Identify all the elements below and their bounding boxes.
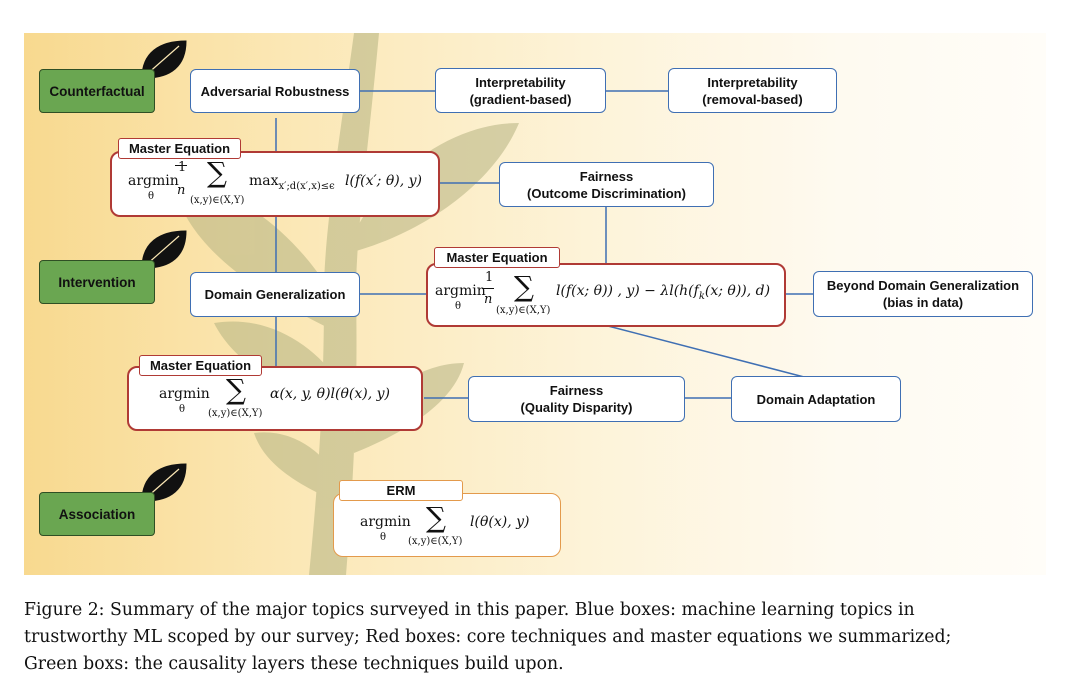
- frac-n-1: n: [177, 183, 186, 198]
- intervention-label: Intervention: [58, 274, 136, 290]
- master-equation-2-label: Master Equation: [446, 250, 548, 265]
- domain-adaptation-box: Domain Adaptation: [731, 376, 901, 422]
- fairness-outcome-line2: (Outcome Discrimination): [527, 185, 686, 201]
- argmin-3: argmin: [159, 386, 210, 402]
- intervention-box: Intervention: [39, 260, 155, 304]
- master-equation-3-label: Master Equation: [149, 358, 252, 373]
- fairness-outcome-box: Fairness (Outcome Discrimination): [499, 162, 714, 207]
- interpretability-removal-box: Interpretability (removal-based): [668, 68, 837, 113]
- master-equation-2-tag: Master Equation: [434, 247, 560, 268]
- fairness-quality-line1: Fairness: [549, 383, 604, 398]
- theta-2: θ: [455, 301, 462, 312]
- argmin-4: argmin: [360, 514, 411, 530]
- master-equation-1-box: [110, 151, 440, 217]
- interp-removal-line1: Interpretability: [707, 74, 798, 90]
- theta-4: θ: [380, 532, 387, 543]
- beyond-dg-line2: (bias in data): [882, 295, 964, 310]
- erm-label: ERM: [386, 483, 416, 498]
- figure-caption: Figure 2: Summary of the major topics su…: [24, 597, 1048, 678]
- interp-gradient-line2: (gradient-based): [469, 91, 572, 107]
- eq1-body: l(f(x′; θ), y): [345, 173, 422, 189]
- interp-removal-line2: (removal-based): [702, 91, 803, 107]
- association-box: Association: [39, 492, 155, 536]
- domain-adaptation-label: Domain Adaptation: [756, 391, 876, 407]
- sigma-1: ∑: [207, 156, 227, 189]
- sum-range-3: (x,y)∈(X,Y): [208, 408, 263, 419]
- sigma-4: ∑: [426, 501, 446, 534]
- counterfactual-box: Counterfactual: [39, 69, 155, 113]
- fairness-quality-box: Fairness (Quality Disparity): [468, 376, 685, 422]
- caption-line-1: Figure 2: Summary of the major topics su…: [24, 600, 915, 620]
- erm-tag: ERM: [339, 480, 463, 501]
- master-equation-1-label: Master Equation: [128, 141, 231, 156]
- max-1: maxx′;d(x′,x)≤ϵ: [249, 173, 335, 192]
- argmin-1: argmin: [128, 173, 179, 189]
- sigma-3: ∑: [226, 373, 246, 406]
- sum-range-1: (x,y)∈(X,Y): [190, 195, 245, 206]
- theta-3: θ: [179, 404, 186, 415]
- beyond-dg-line1: Beyond Domain Generalization: [826, 278, 1020, 293]
- domain-generalization-label: Domain Generalization: [204, 287, 346, 302]
- sum-range-2: (x,y)∈(X,Y): [496, 305, 551, 316]
- master-equation-3-tag: Master Equation: [139, 355, 262, 376]
- eq2-body: l(f(x; θ)) , y) − λl(h(fk(x; θ)), d): [556, 283, 771, 302]
- counterfactual-label: Counterfactual: [49, 83, 145, 99]
- argmin-2: argmin: [435, 283, 486, 299]
- frac-one-2: 1: [485, 270, 494, 285]
- fairness-quality-line2: (Quality Disparity): [520, 400, 633, 415]
- beyond-domain-generalization-box: Beyond Domain Generalization (bias in da…: [813, 271, 1033, 317]
- interp-gradient-line1: Interpretability: [475, 74, 566, 90]
- frac-one-1: 1: [178, 160, 187, 175]
- adversarial-robustness-label: Adversarial Robustness: [200, 83, 350, 99]
- association-label: Association: [58, 506, 136, 522]
- frac-n-2: n: [484, 292, 493, 307]
- erm-box: [333, 493, 561, 557]
- caption-line-3: Green boxs: the causality layers these t…: [24, 654, 564, 674]
- theta-1: θ: [148, 191, 155, 202]
- caption-line-2: trustworthy ML scoped by our survey; Red…: [24, 627, 952, 647]
- master-equation-1-tag: Master Equation: [118, 138, 241, 159]
- master-equation-3-box: [127, 366, 423, 431]
- diagram-figure: Counterfactual Intervention Association …: [24, 33, 1046, 575]
- eq4-body: l(θ(x), y): [470, 514, 530, 530]
- frac-bar-1: [175, 165, 187, 167]
- frac-bar-2: [482, 288, 494, 290]
- sum-range-4: (x,y)∈(X,Y): [408, 536, 463, 547]
- eq3-body: α(x, y, θ)l(θ(x), y): [270, 386, 391, 402]
- interpretability-gradient-box: Interpretability (gradient-based): [435, 68, 606, 113]
- adversarial-robustness-box: Adversarial Robustness: [190, 69, 360, 113]
- fairness-outcome-line1: Fairness: [579, 168, 634, 184]
- master-equation-2-box: [426, 263, 786, 327]
- domain-generalization-box: Domain Generalization: [190, 272, 360, 317]
- sigma-2: ∑: [514, 270, 534, 303]
